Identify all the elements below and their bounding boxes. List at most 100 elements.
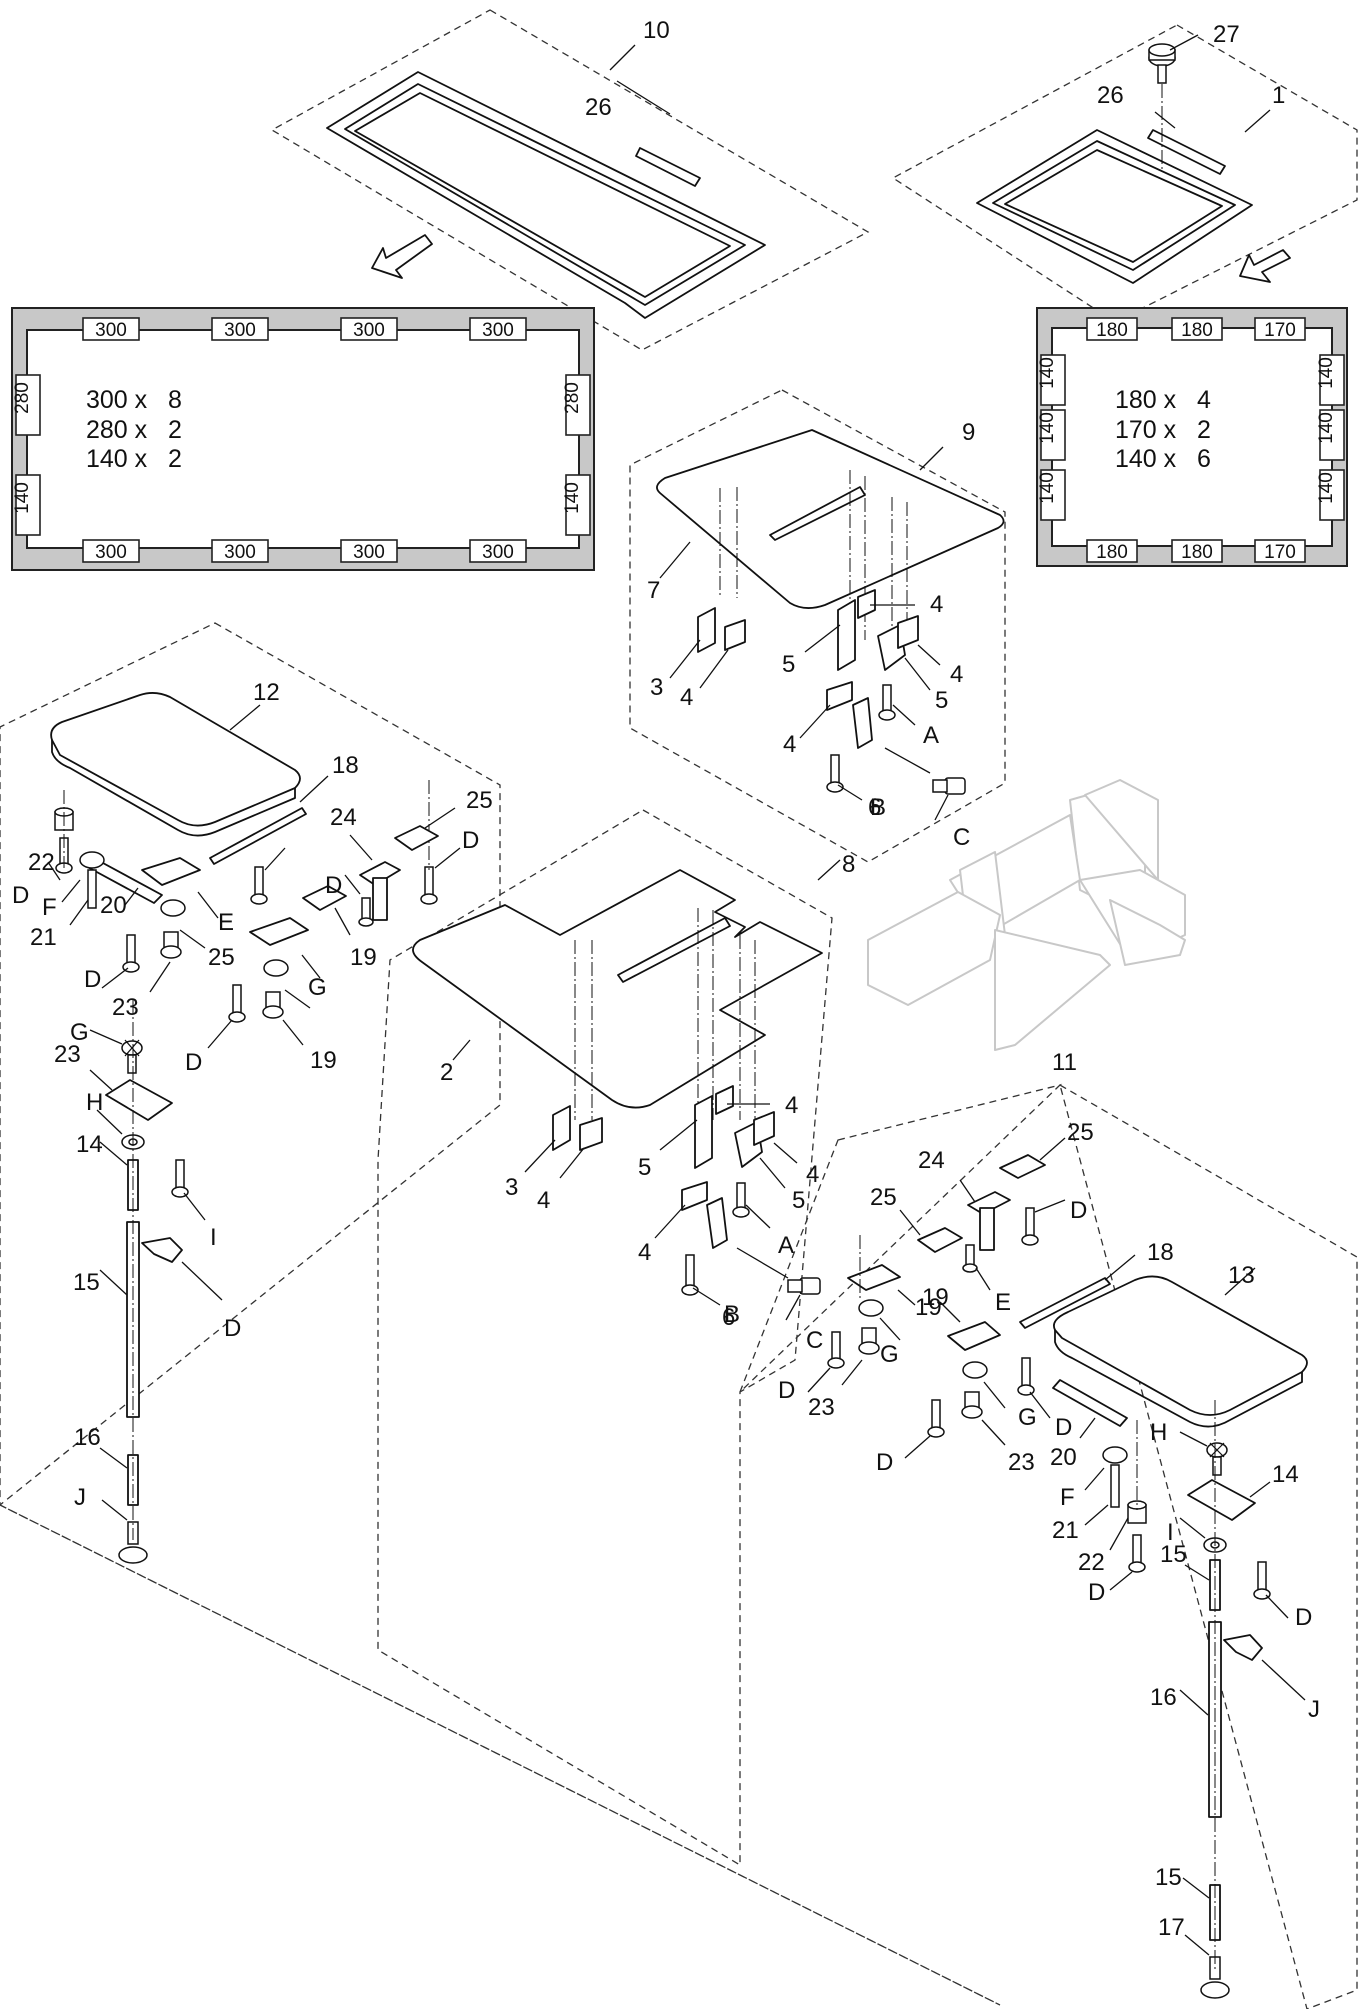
frame-tab xyxy=(1040,409,1066,461)
tab-length-label: 180 xyxy=(1181,320,1213,341)
part-callout: 25 xyxy=(208,944,235,971)
part-callout: D xyxy=(12,882,29,909)
part-callout: 20 xyxy=(100,892,127,919)
count-line: 300 x 8 xyxy=(86,386,182,414)
part-callout: I xyxy=(210,1224,217,1251)
frame-tab xyxy=(469,539,527,563)
part-callout: 19 xyxy=(922,1284,949,1311)
part-callout: 3 xyxy=(505,1174,518,1201)
part-callout: D xyxy=(462,827,479,854)
frame-tab xyxy=(1254,539,1306,563)
part-callout: 15 xyxy=(1155,1864,1182,1891)
part-callout: F xyxy=(1060,1484,1075,1511)
tab-length-label: 140 xyxy=(1037,357,1058,389)
left-support-12 xyxy=(47,692,461,1564)
count-line: 170 x 2 xyxy=(1115,416,1211,444)
part-callout: 6 xyxy=(722,1304,735,1331)
tab-length-label: 140 xyxy=(12,482,33,514)
part-callout: 23 xyxy=(112,994,139,1021)
part-callout: B xyxy=(724,1301,740,1328)
part-callout: 6 xyxy=(868,794,881,821)
part-callout: 25 xyxy=(870,1184,897,1211)
tab-length-label: 300 xyxy=(224,542,256,563)
frame-tab xyxy=(340,539,398,563)
frame-tab xyxy=(15,474,41,536)
part-callout: G xyxy=(880,1341,899,1368)
part-callout: G xyxy=(308,974,327,1001)
part-callout: J xyxy=(1308,1696,1320,1723)
tab-length-label: 140 xyxy=(1037,472,1058,504)
callout-support-12: 12 xyxy=(253,679,280,706)
part-callout: 23 xyxy=(808,1394,835,1421)
part-callout: 5 xyxy=(638,1154,651,1181)
tab-length-label: 300 xyxy=(353,542,385,563)
frame-tab xyxy=(82,539,140,563)
part-callout: H xyxy=(86,1089,103,1116)
part-callout: F xyxy=(42,894,57,921)
tab-length-label: 180 xyxy=(1096,542,1128,563)
frame-tab xyxy=(1254,317,1306,341)
right-support-11 xyxy=(807,1137,1308,1999)
callout-table-8: 8 xyxy=(842,851,855,878)
part-callout: 4 xyxy=(783,731,796,758)
count-line: 180 x 4 xyxy=(1115,386,1211,414)
part-callout: A xyxy=(923,722,939,749)
tab-length-label: 280 xyxy=(562,382,583,414)
tab-length-label: 300 xyxy=(482,320,514,341)
callout-plate-7: 7 xyxy=(647,577,660,604)
part-callout: D xyxy=(325,872,342,899)
callout-table-9: 9 xyxy=(962,419,975,446)
part-callout: 23 xyxy=(1008,1449,1035,1476)
frame-tab xyxy=(340,317,398,341)
frame-tab xyxy=(211,317,269,341)
part-callout: 14 xyxy=(76,1131,103,1158)
panel-small-counts: 180 x 4 170 x 2 140 x 6 xyxy=(1115,386,1211,473)
part-callout: 4 xyxy=(680,684,693,711)
part-number-labels: 10 26 27 1 26 9 7 8 2 12 11 13 xyxy=(253,17,1285,1289)
part-callout: D xyxy=(84,966,101,993)
part-callout: 17 xyxy=(1158,1914,1185,1941)
frame-1-small xyxy=(976,109,1291,284)
part-callout: 4 xyxy=(638,1239,651,1266)
assembly-region-outlines xyxy=(0,9,1358,2009)
frame-tab xyxy=(1319,354,1345,406)
tab-length-label: 140 xyxy=(1316,412,1337,444)
part-callout: E xyxy=(995,1289,1011,1316)
part-callout: 3 xyxy=(650,674,663,701)
callout-frame-1: 1 xyxy=(1272,82,1285,109)
part-callout: 25 xyxy=(466,787,493,814)
tab-length-label: 170 xyxy=(1264,542,1296,563)
part-callout: D xyxy=(185,1049,202,1076)
tab-length-label: 140 xyxy=(1316,357,1337,389)
part-callout: D xyxy=(1295,1604,1312,1631)
part-callout: 25 xyxy=(1067,1119,1094,1146)
part-callout: 14 xyxy=(1272,1461,1299,1488)
part-callout: D xyxy=(876,1449,893,1476)
part-callout: 21 xyxy=(30,924,57,951)
callout-knob-27: 27 xyxy=(1213,21,1240,48)
part-callout: 24 xyxy=(330,804,357,831)
frame-tab xyxy=(565,474,591,536)
frame-tab xyxy=(1319,409,1345,461)
frame-tab xyxy=(211,539,269,563)
frame-tab xyxy=(82,317,140,341)
tab-length-label: 140 xyxy=(1316,472,1337,504)
part-callout: G xyxy=(70,1019,89,1046)
part-callout: 23 xyxy=(54,1041,81,1068)
part-callout: 19 xyxy=(915,1294,942,1321)
frame-tab xyxy=(1086,539,1138,563)
frame-10-large xyxy=(326,44,766,319)
tab-length-label: 140 xyxy=(1037,412,1058,444)
part-callout: C xyxy=(806,1327,823,1354)
part-callout: 4 xyxy=(950,661,963,688)
table-9-small xyxy=(656,429,1005,821)
part-callout: 4 xyxy=(806,1161,819,1188)
frame-tab xyxy=(1171,539,1223,563)
part-callout: 15 xyxy=(1160,1541,1187,1568)
part-callout: 15 xyxy=(73,1269,100,1296)
frame-tab xyxy=(469,317,527,341)
callout-plate-2: 2 xyxy=(440,1059,453,1086)
